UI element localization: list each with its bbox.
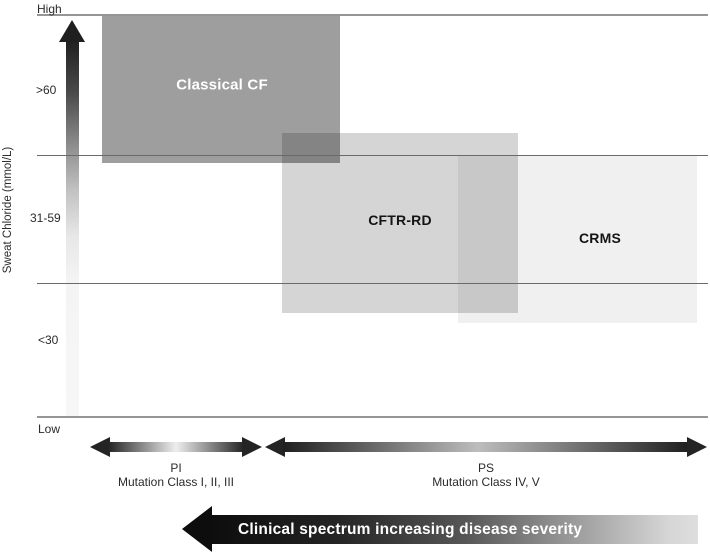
gridline-60 [37, 155, 708, 156]
gridline-high [37, 14, 708, 16]
y-axis-title: Sweat Chloride (mmol/L) [2, 146, 14, 274]
y-axis-tick-31-59: 31-59 [30, 211, 61, 225]
crms-label: CRMS [578, 230, 622, 246]
ps-label: PS [477, 461, 494, 475]
y-axis-label-low: Low [38, 422, 61, 436]
cftr-rd-label: CFTR-RD [368, 212, 432, 228]
severity-arrow-head-icon [182, 506, 212, 552]
y-axis-tick-gt60: >60 [36, 83, 57, 97]
ps-sublabel: Mutation Class IV, V [432, 475, 540, 489]
classical-cf-region [102, 15, 340, 163]
up-arrow-icon [59, 20, 85, 42]
pi-sublabel: Mutation Class I, II, III [117, 475, 235, 489]
gridline-low [37, 416, 708, 418]
ps-arrow-right-head-icon [687, 437, 707, 457]
severity-arrow-label: Clinical spectrum increasing disease sev… [238, 521, 583, 538]
pi-label: PI [170, 461, 182, 475]
gridline-31 [37, 283, 708, 284]
pi-arrow-bar [108, 442, 244, 452]
ps-arrow-left-head-icon [265, 437, 285, 457]
crms-region [458, 156, 697, 323]
classical-cf-label: Classical CF [176, 76, 268, 94]
x-axis-group-pi: PI Mutation Class I, II, III [76, 461, 276, 489]
x-axis-group-ps: PS Mutation Class IV, V [286, 461, 686, 489]
severity-arrow-bar [212, 515, 698, 544]
up-arrow-gradient-bar [66, 40, 79, 417]
y-axis-label-high: High [37, 2, 62, 16]
pi-arrow-left-head-icon [90, 437, 110, 457]
ps-arrow-bar [283, 442, 689, 452]
pi-arrow-right-head-icon [242, 437, 262, 457]
y-axis-tick-lt30: <30 [38, 333, 59, 347]
